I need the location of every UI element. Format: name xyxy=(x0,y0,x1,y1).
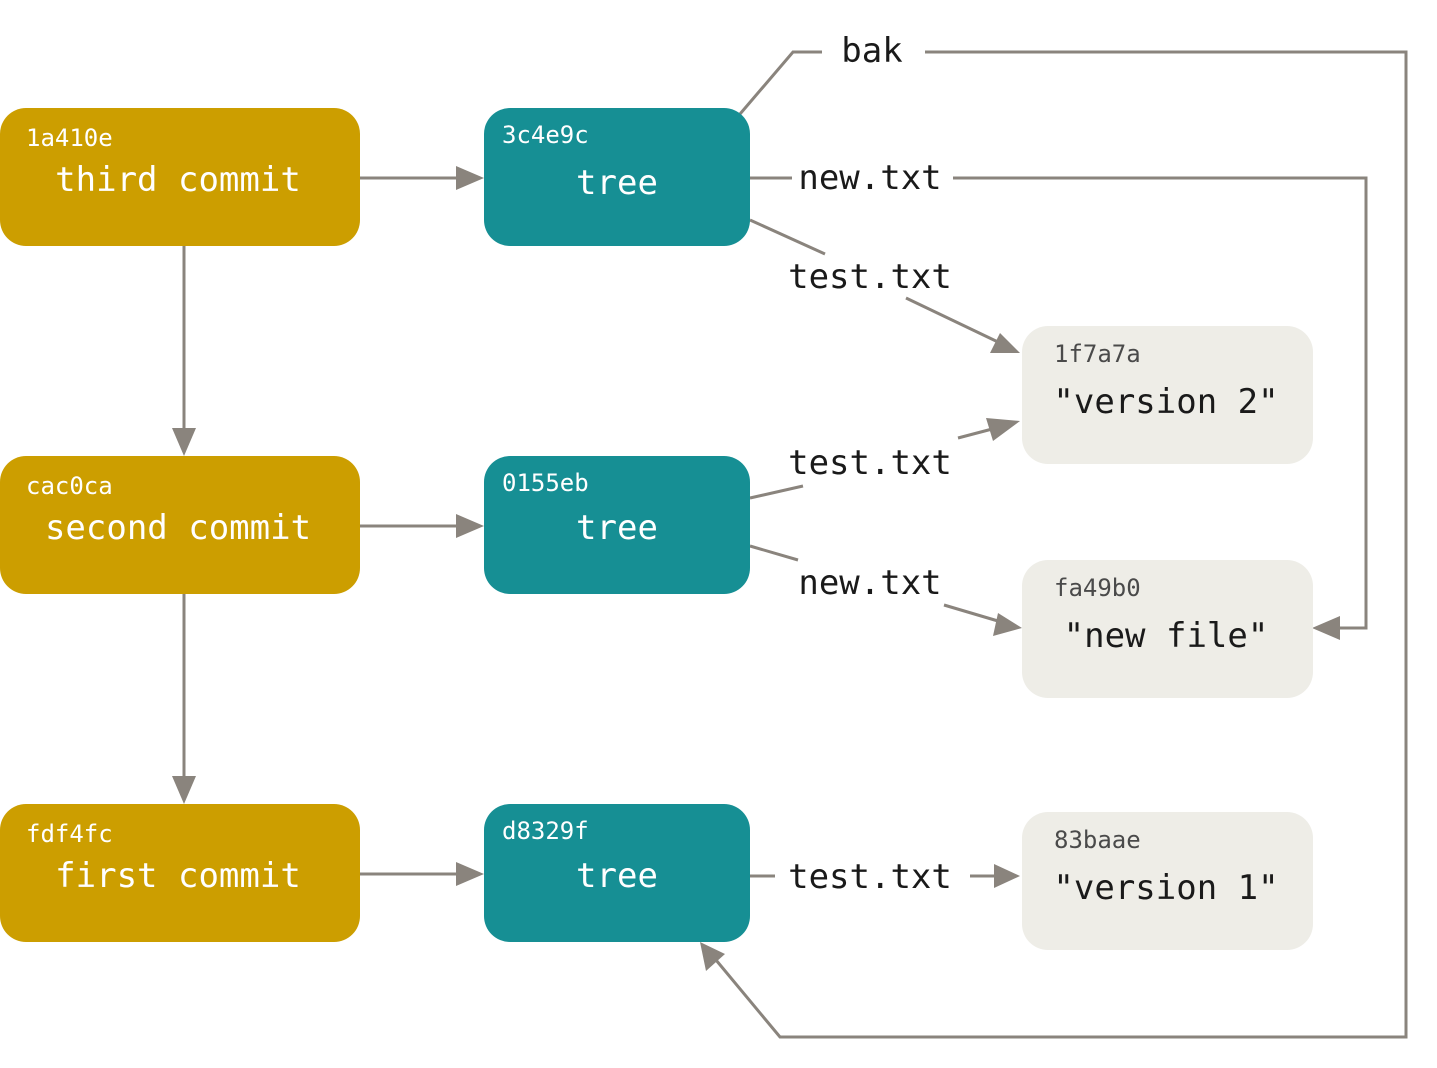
blob-box xyxy=(1022,326,1313,464)
edge-bak-left xyxy=(738,50,822,115)
tree-node-0155eb[interactable]: 0155eb tree xyxy=(484,456,750,594)
edge-bak-right xyxy=(714,50,1408,1039)
tree-box xyxy=(484,804,750,942)
commit-message: third commit xyxy=(55,160,301,200)
edge-tree2-test-left xyxy=(749,484,804,500)
edges xyxy=(182,50,1408,1039)
arrowhead-tree3 xyxy=(456,862,484,886)
commit-node-third[interactable]: 1a410e third commit xyxy=(0,108,360,246)
arrowhead-version2-b xyxy=(986,418,1020,441)
arrowhead-commit2 xyxy=(172,428,196,456)
tree-box xyxy=(484,108,750,246)
edge-label-tree1-test: test.txt xyxy=(788,257,952,297)
blob-box xyxy=(1022,560,1313,698)
edge-tree2-new-right xyxy=(943,603,999,623)
blob-content: "new file" xyxy=(1064,616,1269,656)
edge-label-bak: bak xyxy=(841,31,902,71)
blob-node-83baae[interactable]: 83baae "version 1" xyxy=(1022,812,1313,950)
edge-labels: bak new.txt test.txt test.txt new.txt te… xyxy=(788,31,952,897)
commit-hash: fdf4fc xyxy=(26,820,113,848)
arrowhead-newfile-b xyxy=(1312,616,1340,640)
commit-hash: cac0ca xyxy=(26,472,113,500)
commit-message: first commit xyxy=(55,856,301,896)
blob-box xyxy=(1022,812,1313,950)
tree-hash: 0155eb xyxy=(502,469,589,497)
commit-box xyxy=(0,456,360,594)
arrowhead-commit3 xyxy=(172,776,196,804)
blob-content: "version 1" xyxy=(1053,868,1278,908)
tree-label: tree xyxy=(576,163,658,203)
blob-hash: fa49b0 xyxy=(1054,574,1141,602)
commit-message: second commit xyxy=(45,508,311,548)
edge-tree1-test-left xyxy=(749,218,826,256)
tree-hash: 3c4e9c xyxy=(502,121,589,149)
commit-hash: 1a410e xyxy=(26,124,113,152)
arrowhead-tree1 xyxy=(456,166,484,190)
blob-content: "version 2" xyxy=(1053,382,1278,422)
edge-tree1-test-right xyxy=(905,296,999,344)
arrowheads xyxy=(172,166,1340,971)
tree-hash: d8329f xyxy=(502,817,589,845)
commit-box xyxy=(0,804,360,942)
edge-label-tree1-new: new.txt xyxy=(798,158,941,198)
arrowhead-newfile-a xyxy=(993,613,1022,636)
edge-label-tree2-test: test.txt xyxy=(788,443,952,483)
commit-box xyxy=(0,108,360,246)
commit-node-second[interactable]: cac0ca second commit xyxy=(0,456,360,594)
tree-label: tree xyxy=(576,508,658,548)
commit-node-first[interactable]: fdf4fc first commit xyxy=(0,804,360,942)
arrowhead-bak-tree3 xyxy=(700,942,725,971)
edge-tree2-new-left xyxy=(749,544,799,562)
tree-box xyxy=(484,456,750,594)
blob-hash: 83baae xyxy=(1054,826,1141,854)
blob-hash: 1f7a7a xyxy=(1054,340,1141,368)
arrowhead-version2-a xyxy=(990,333,1020,353)
tree-node-d8329f[interactable]: d8329f tree xyxy=(484,804,750,942)
arrowhead-tree2 xyxy=(456,514,484,538)
blob-node-1f7a7a[interactable]: 1f7a7a "version 2" xyxy=(1022,326,1313,464)
tree-label: tree xyxy=(576,856,658,896)
edge-label-tree3-test: test.txt xyxy=(788,857,952,897)
tree-node-3c4e9c[interactable]: 3c4e9c tree xyxy=(484,108,750,246)
arrowhead-version1 xyxy=(994,864,1020,888)
blob-node-fa49b0[interactable]: fa49b0 "new file" xyxy=(1022,560,1313,698)
edge-label-tree2-new: new.txt xyxy=(798,563,941,603)
edge-tree1-new-right xyxy=(953,176,1368,630)
